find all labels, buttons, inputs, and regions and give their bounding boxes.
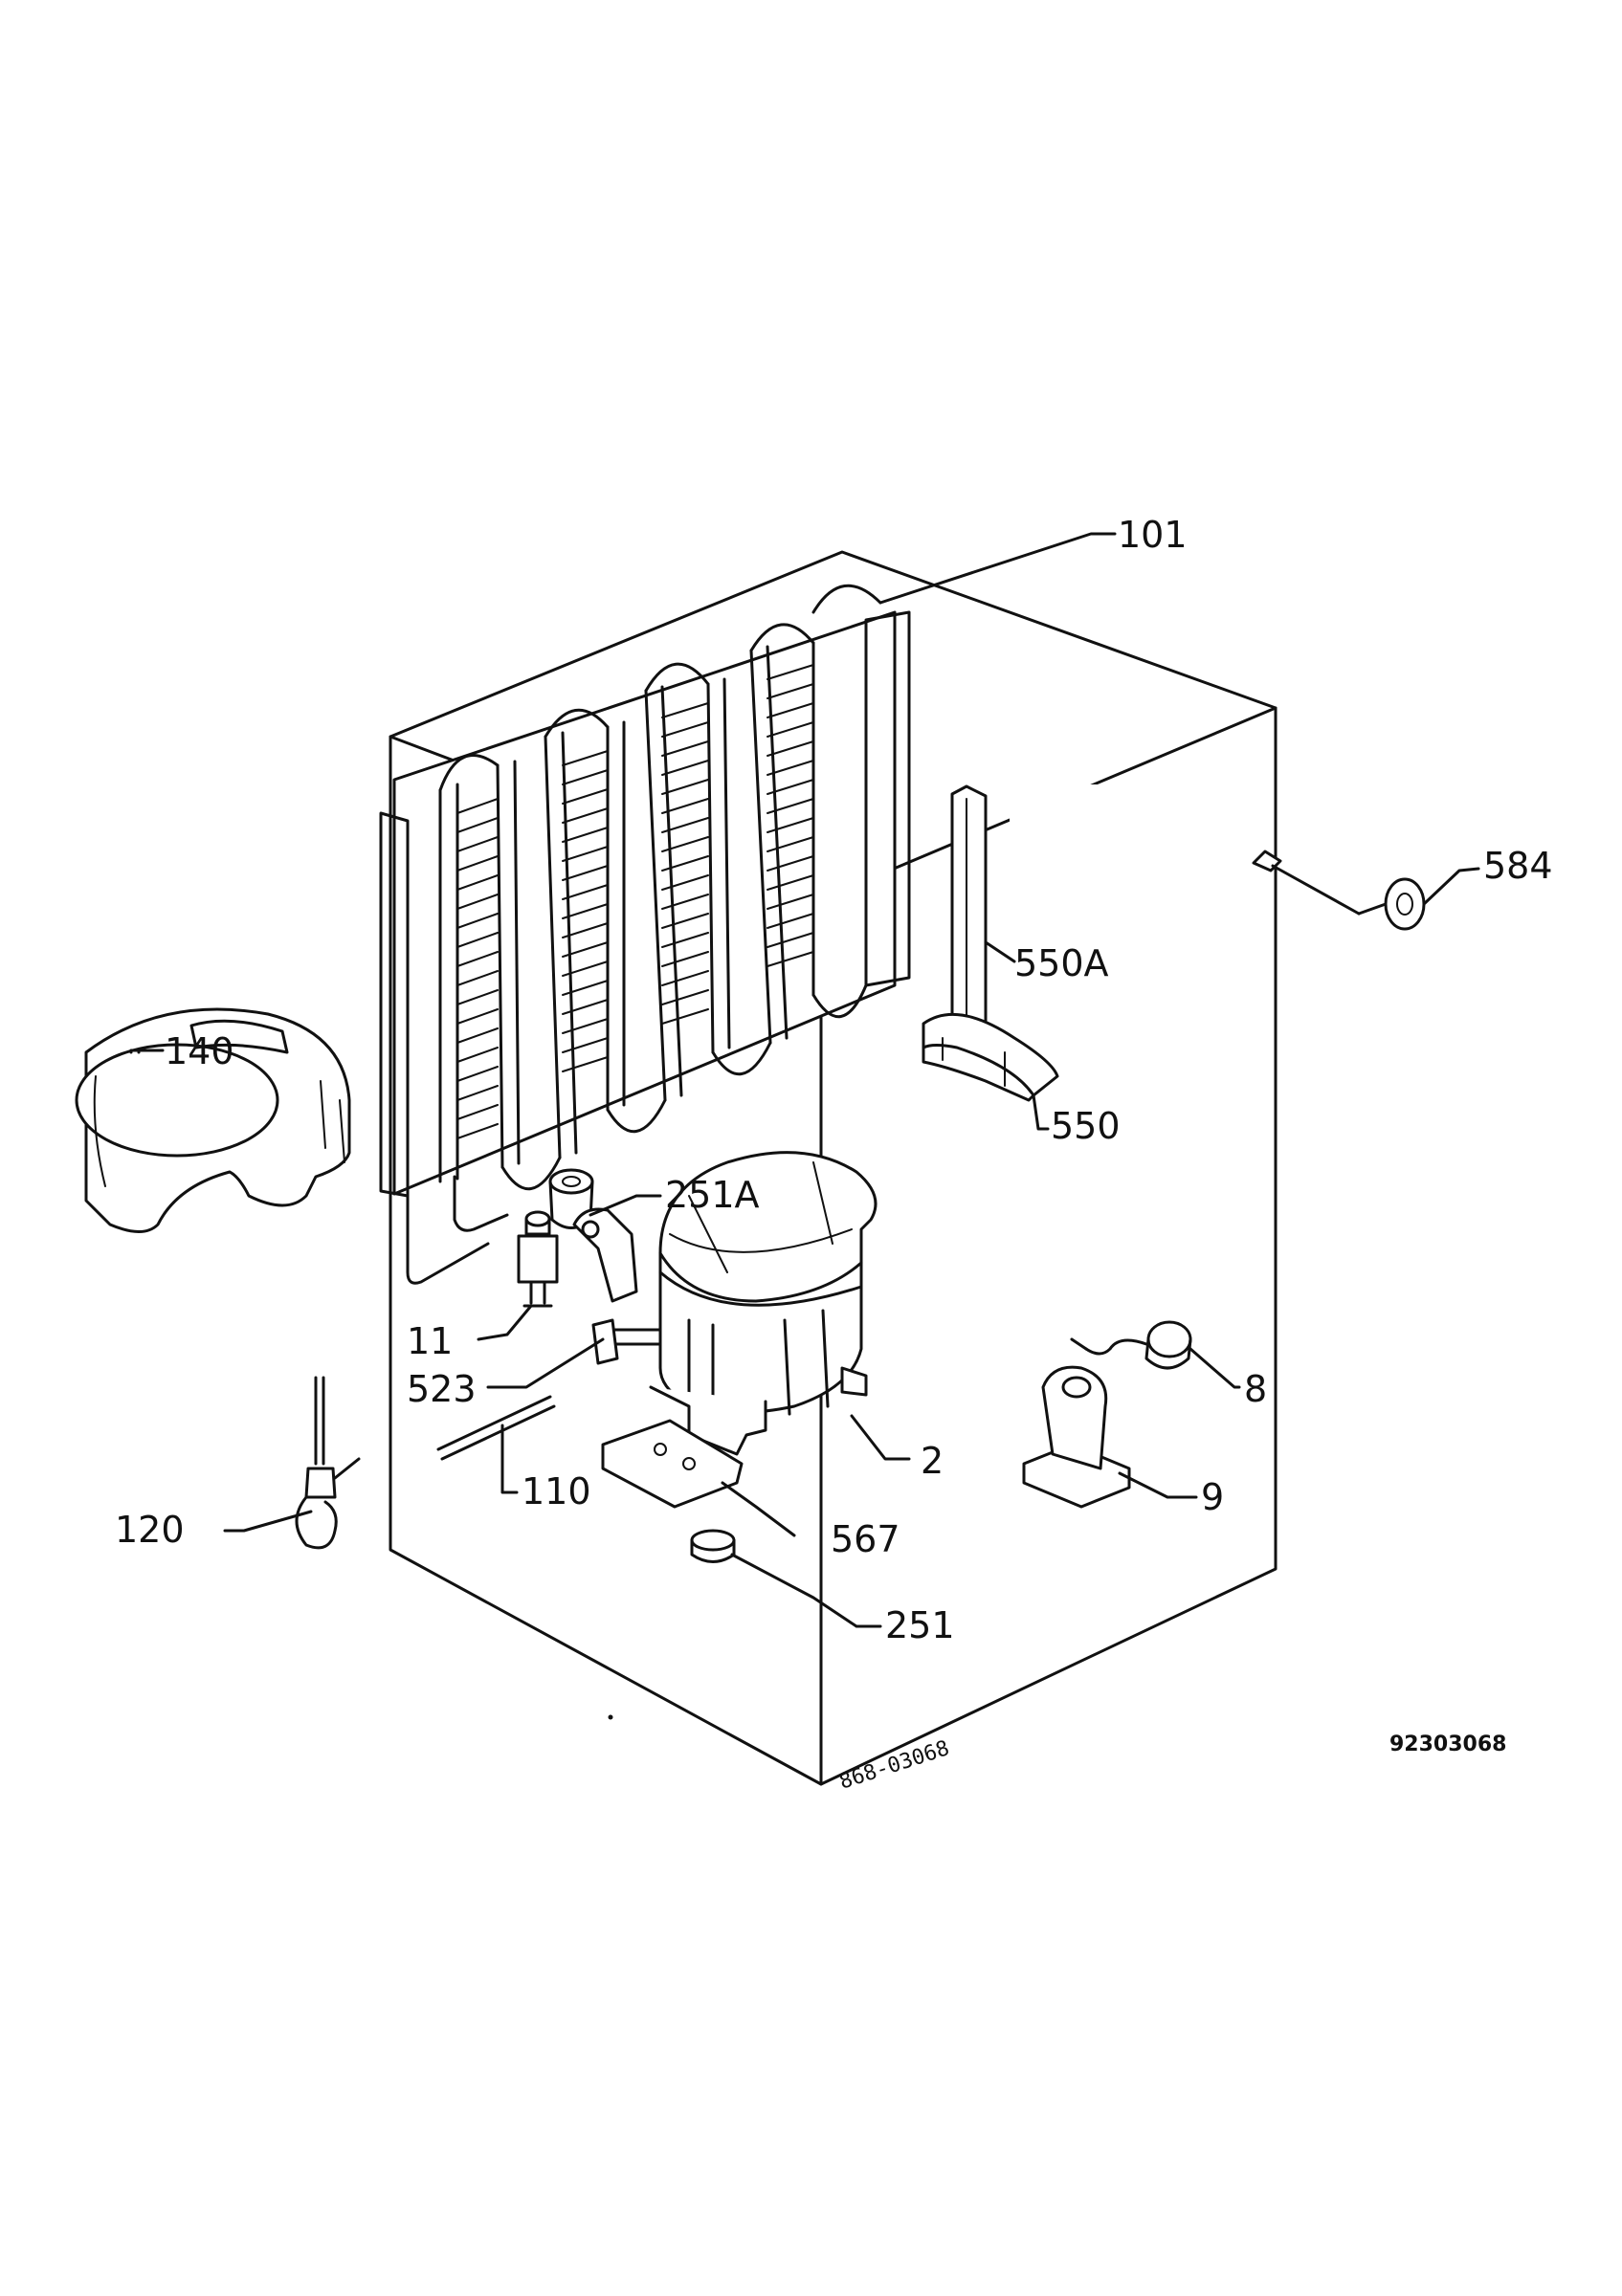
label-101: 101 — [1118, 514, 1188, 556]
condenser — [379, 584, 911, 1285]
mounting-plate-567 — [601, 1419, 744, 1509]
drawing-code: 92303068 — [1389, 1733, 1506, 1756]
overload-8 — [1070, 1320, 1192, 1370]
starter-9 — [1022, 1365, 1131, 1509]
label-584: 584 — [1483, 845, 1553, 887]
tube-110 — [436, 1395, 556, 1461]
bracket-550a — [950, 784, 988, 1037]
label-550: 550 — [1051, 1105, 1121, 1147]
compressor-2 — [591, 1151, 878, 1456]
rubber-foot-251 — [690, 1529, 736, 1563]
handwritten-reference: 868-03068 — [836, 1736, 952, 1795]
probe-120 — [295, 1376, 361, 1550]
cover-550 — [922, 1012, 1059, 1102]
label-9: 9 — [1201, 1476, 1224, 1518]
part-labels: 101 584 550A 140 550 251A 11 523 8 2 9 1… — [115, 514, 1553, 1646]
label-110: 110 — [522, 1470, 591, 1512]
drain-tray-140 — [75, 1007, 351, 1233]
ground-wire-584 — [1252, 850, 1426, 931]
label-567: 567 — [831, 1518, 900, 1560]
label-8: 8 — [1244, 1368, 1267, 1410]
stray-dot — [608, 1714, 613, 1720]
relay-11 — [517, 1210, 559, 1308]
label-251a: 251A — [665, 1174, 760, 1216]
leader-lines — [129, 532, 1480, 1628]
label-120: 120 — [115, 1509, 185, 1551]
label-11: 11 — [407, 1320, 453, 1362]
label-523: 523 — [407, 1368, 477, 1410]
holder-clip — [572, 1207, 638, 1303]
label-140: 140 — [165, 1030, 234, 1072]
label-550a: 550A — [1014, 942, 1109, 984]
label-2: 2 — [921, 1440, 944, 1482]
label-251: 251 — [885, 1604, 955, 1646]
